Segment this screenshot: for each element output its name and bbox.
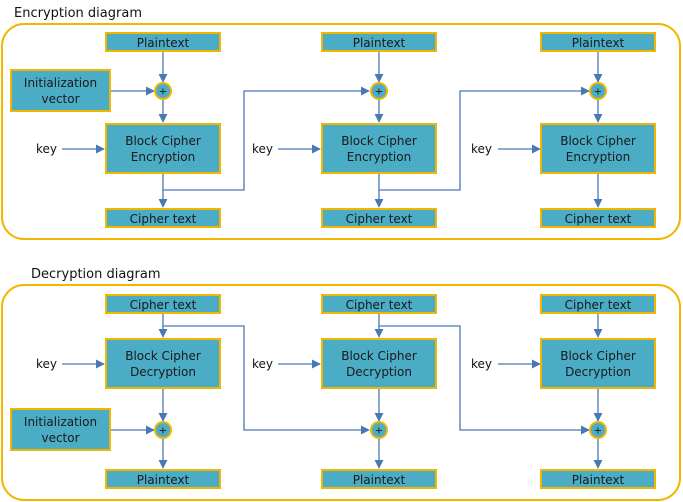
dec-ciphertext-label-2: Cipher text	[346, 298, 413, 312]
enc-ciphertext-label-3: Cipher text	[565, 212, 632, 226]
dec-chain-1-2	[163, 325, 370, 435]
encryption-section: Encryption diagram Initialization	[1, 6, 681, 240]
enc-xor-symbol-2: +	[375, 87, 383, 98]
dec-ciphertext-label-1: Cipher text	[130, 298, 197, 312]
enc-chain-1-2	[163, 86, 370, 191]
enc-block-label-3-line2: Encryption	[566, 150, 630, 164]
enc-xor-icon-1	[154, 82, 172, 100]
enc-key-label-3: key	[471, 142, 492, 156]
dec-block-label-3-line1: Block Cipher	[560, 349, 636, 363]
enc-block-cipher-2	[321, 123, 437, 174]
encryption-frame	[1, 23, 681, 240]
dec-block-label-1-line2: Decryption	[130, 365, 196, 379]
dec-iv-label-line1: Initialization	[24, 415, 97, 429]
dec-iv-box	[10, 408, 111, 451]
dec-plaintext-label-2: Plaintext	[353, 473, 406, 487]
dec-ciphertext-box-3	[540, 294, 656, 314]
enc-chain-2-3	[379, 86, 590, 191]
enc-ciphertext-label-2: Cipher text	[346, 212, 413, 226]
dec-plaintext-box-3	[540, 469, 656, 489]
enc-xor-symbol-3: +	[594, 87, 602, 98]
enc-plaintext-box-1	[105, 32, 221, 52]
dec-xor-symbol-1: +	[159, 426, 167, 437]
dec-chain-2-3	[379, 325, 590, 435]
enc-key-label-1: key	[36, 142, 57, 156]
enc-block-label-2-line2: Encryption	[347, 150, 411, 164]
dec-xor-symbol-3: +	[594, 426, 602, 437]
dec-key-label-1: key	[36, 357, 57, 371]
decryption-frame	[1, 284, 681, 501]
enc-block-label-3-line1: Block Cipher	[560, 134, 636, 148]
dec-key-label-3: key	[471, 357, 492, 371]
enc-block-label-1-line1: Block Cipher	[125, 134, 201, 148]
dec-key-label-2: key	[252, 357, 273, 371]
enc-plaintext-label-2: Plaintext	[353, 36, 406, 50]
dec-plaintext-box-1	[105, 469, 221, 489]
enc-ciphertext-label-1: Cipher text	[130, 212, 197, 226]
dec-ciphertext-box-1	[105, 294, 221, 314]
dec-block-cipher-3	[540, 338, 656, 389]
dec-plaintext-label-1: Plaintext	[137, 473, 190, 487]
enc-block-cipher-1	[105, 123, 221, 174]
dec-ciphertext-label-3: Cipher text	[565, 298, 632, 312]
enc-block-label-1-line2: Encryption	[131, 150, 195, 164]
enc-iv-label-line1: Initialization	[24, 76, 97, 90]
dec-xor-icon-3	[589, 421, 607, 439]
dec-xor-symbol-2: +	[375, 426, 383, 437]
enc-plaintext-label-3: Plaintext	[572, 36, 625, 50]
decryption-connectors	[62, 313, 603, 469]
dec-block-label-2-line1: Block Cipher	[341, 349, 417, 363]
enc-block-cipher-3	[540, 123, 656, 174]
dec-plaintext-box-2	[321, 469, 437, 489]
enc-iv-box	[10, 69, 111, 112]
enc-xor-icon-3	[589, 82, 607, 100]
dec-xor-icon-2	[370, 421, 388, 439]
dec-ciphertext-box-2	[321, 294, 437, 314]
dec-block-label-1-line1: Block Cipher	[125, 349, 201, 363]
enc-xor-symbol-1: +	[159, 87, 167, 98]
enc-plaintext-box-2	[321, 32, 437, 52]
encryption-title: Encryption diagram	[14, 6, 142, 21]
dec-iv-label-line2: vector	[41, 431, 79, 445]
dec-block-cipher-1	[105, 338, 221, 389]
dec-plaintext-label-3: Plaintext	[572, 473, 625, 487]
enc-ciphertext-box-2	[321, 208, 437, 228]
enc-iv-label-line2: vector	[41, 92, 79, 106]
decryption-title: Decryption diagram	[31, 267, 161, 282]
enc-key-label-2: key	[252, 142, 273, 156]
enc-ciphertext-box-1	[105, 208, 221, 228]
enc-xor-icon-2	[370, 82, 388, 100]
dec-block-label-3-line2: Decryption	[565, 365, 631, 379]
enc-plaintext-box-3	[540, 32, 656, 52]
enc-plaintext-label-1: Plaintext	[137, 36, 190, 50]
encryption-connectors	[62, 51, 603, 208]
enc-ciphertext-box-3	[540, 208, 656, 228]
enc-block-label-2-line1: Block Cipher	[341, 134, 417, 148]
dec-block-label-2-line2: Decryption	[346, 365, 412, 379]
dec-block-cipher-2	[321, 338, 437, 389]
decryption-section: Decryption diagram Initialization	[1, 267, 681, 501]
dec-xor-icon-1	[154, 421, 172, 439]
